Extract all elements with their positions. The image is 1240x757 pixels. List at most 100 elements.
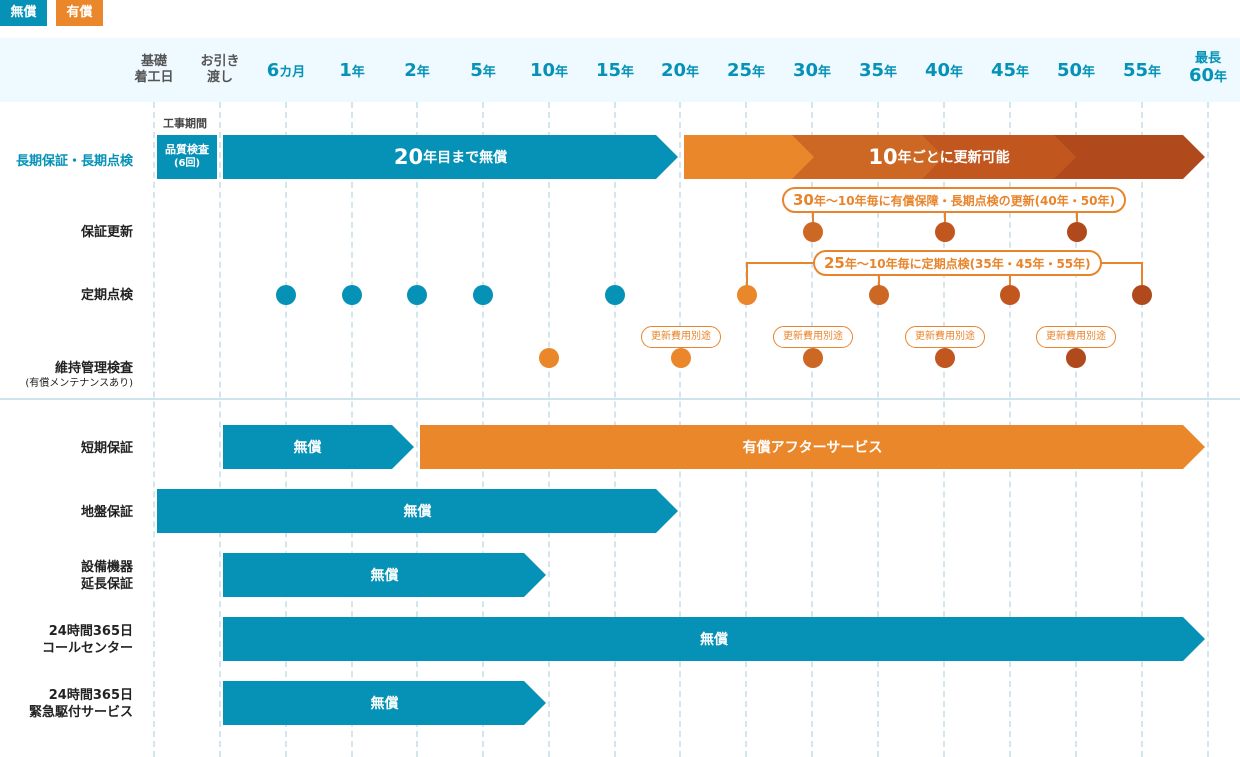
short-term-paid-text: 有償アフターサービス xyxy=(742,440,883,456)
column-unit: 年 xyxy=(1082,64,1096,80)
quality-inspection-label: 品質検査 xyxy=(165,143,209,156)
periodic-point-25y xyxy=(737,285,757,305)
column-number: 35 xyxy=(858,59,885,81)
short-term-free-bar: 無償 xyxy=(223,425,414,469)
periodic-point-45y xyxy=(1000,285,1020,305)
connector xyxy=(1141,262,1143,286)
row-label-short-term: 短期保証 xyxy=(80,441,133,456)
row-label-emergency: 24時間365日 緊急駆付サービス xyxy=(28,688,133,720)
grid-line xyxy=(219,102,221,757)
separate-fee-note-30y: 更新費用別途 xyxy=(773,326,853,348)
timeline-column-header: 基礎 着工日 xyxy=(134,54,174,85)
maintenance-sublabel: (有償メンテナンスあり) xyxy=(25,378,133,389)
grid-line xyxy=(416,102,418,757)
column-prefix: 最長 xyxy=(1194,51,1221,66)
column-number: 55 xyxy=(1122,59,1149,81)
equipment-free-text: 無償 xyxy=(370,568,399,584)
row-label-long-term: 長期保証・長期点検 xyxy=(15,154,133,169)
maintenance-point-40y xyxy=(935,348,955,368)
column-unit: 年 xyxy=(416,64,430,80)
column-unit: 年 xyxy=(1016,64,1030,80)
column-number: 1 xyxy=(339,59,352,81)
timeline-column-header: お引き 渡し xyxy=(200,54,240,85)
guarantee-renewal-note-text: 年～10年毎に有償保障・長期点検の更新(40年・50年) xyxy=(813,194,1115,208)
short-term-paid-bar: 有償アフターサービス xyxy=(420,425,1205,469)
periodic-point-55y xyxy=(1132,285,1152,305)
periodic-point-6m xyxy=(276,285,296,305)
column-unit: 年 xyxy=(1148,64,1162,80)
column-number: 15 xyxy=(595,59,622,81)
column-number: 30 xyxy=(792,59,819,81)
free-bar-years: 20 xyxy=(393,145,424,169)
paid-bar-label: 年ごとに更新可能 xyxy=(897,150,1010,166)
connector xyxy=(1009,274,1011,286)
periodic-note-year: 25 xyxy=(824,254,845,272)
column-unit: カ月 xyxy=(279,64,306,80)
connector xyxy=(812,213,814,223)
guarantee-renewal-note-year: 30 xyxy=(793,191,814,209)
column-number: 5 xyxy=(470,59,483,81)
column-unit: 年 xyxy=(686,64,700,80)
legend-paid: 有償 xyxy=(56,0,103,26)
column-unit: 年 xyxy=(351,64,365,80)
row-label-periodic-inspection: 定期点検 xyxy=(80,288,133,303)
column-unit: 年 xyxy=(884,64,898,80)
connector xyxy=(746,262,748,286)
guarantee-renewal-point-30 xyxy=(803,222,823,242)
row-label-maintenance: 維持管理検査 (有償メンテナンスあり) xyxy=(25,343,133,407)
periodic-note-text: 年～10年毎に定期点検(35年・45年・55年) xyxy=(844,257,1091,271)
separate-fee-note-20y: 更新費用別途 xyxy=(641,326,721,348)
periodic-point-35y xyxy=(869,285,889,305)
column-unit: 年 xyxy=(1214,70,1228,85)
quality-inspection-box: 品質検査 (6回) xyxy=(157,135,217,179)
row-label-ground: 地盤保証 xyxy=(80,505,133,520)
construction-period-label: 工事期間 xyxy=(163,117,207,130)
ground-free-bar: 無償 xyxy=(157,489,678,533)
guarantee-renewal-point-50 xyxy=(1067,222,1087,242)
paid-segment-4 xyxy=(1054,135,1205,179)
column-unit: 年 xyxy=(818,64,832,80)
paid-segment-1 xyxy=(684,135,814,179)
periodic-point-15y xyxy=(605,285,625,305)
column-number: 6 xyxy=(266,59,280,81)
column-unit: 年 xyxy=(752,64,766,80)
call-center-free-text: 無償 xyxy=(700,632,728,648)
column-number: 50 xyxy=(1056,59,1083,81)
maintenance-label: 維持管理検査 xyxy=(54,361,133,376)
ground-free-text: 無償 xyxy=(403,504,432,520)
periodic-inspection-note: 25年～10年毎に定期点検(35年・45年・55年) xyxy=(813,250,1102,276)
grid-line xyxy=(153,102,155,757)
connector xyxy=(944,213,946,223)
column-number: 25 xyxy=(726,59,753,81)
emergency-free-text: 無償 xyxy=(370,696,399,712)
timeline-header xyxy=(0,38,1240,102)
column-unit: 年 xyxy=(482,64,496,80)
grid-line xyxy=(1207,102,1209,757)
call-center-free-bar: 無償 xyxy=(223,617,1205,661)
paid-bar-years: 10 xyxy=(868,145,898,169)
periodic-point-1y xyxy=(342,285,362,305)
column-unit: 年 xyxy=(555,64,569,80)
column-unit: 年 xyxy=(621,64,635,80)
section-divider xyxy=(0,398,1240,400)
row-label-guarantee-renewal: 保証更新 xyxy=(80,225,133,240)
column-number: 2 xyxy=(404,59,417,81)
maintenance-point-50y xyxy=(1066,348,1086,368)
row-label-equipment: 設備機器 延長保証 xyxy=(80,560,133,592)
maintenance-point-20y xyxy=(671,348,691,368)
maintenance-point-10y xyxy=(539,348,559,368)
emergency-free-bar: 無償 xyxy=(223,681,546,725)
periodic-point-2y xyxy=(407,285,427,305)
